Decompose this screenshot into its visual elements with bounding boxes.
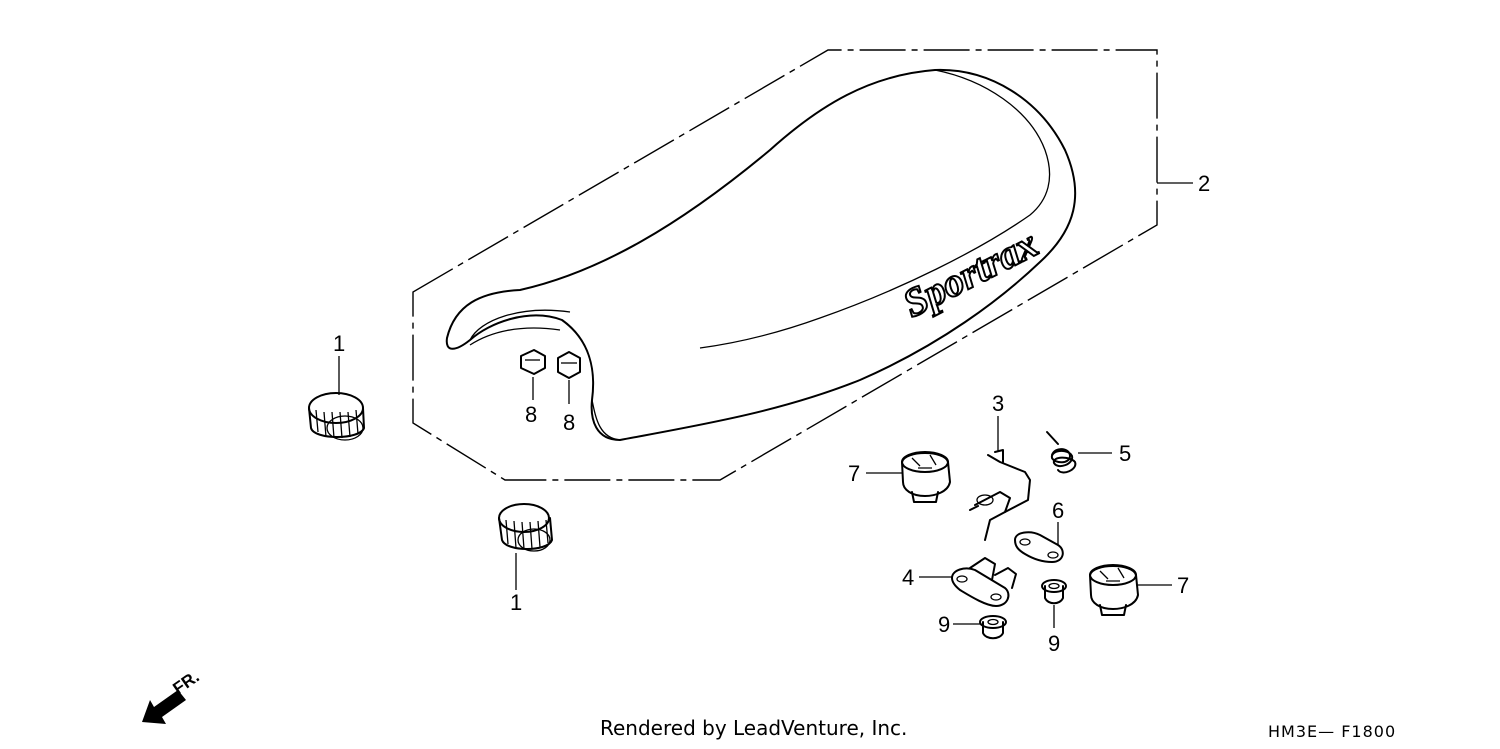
seat-clip-left[interactable] (520, 349, 546, 375)
callout-8-left[interactable]: 8 (525, 402, 537, 427)
lock-base-bracket[interactable] (951, 557, 1017, 607)
callout-7-left[interactable]: 7 (848, 461, 860, 486)
callout-9-right[interactable]: 9 (1048, 631, 1060, 656)
callout-2[interactable]: 2 (1198, 171, 1210, 196)
seat-stopper-right[interactable] (1089, 564, 1139, 616)
sportrax-brand-text: Sportrax (896, 220, 1045, 326)
rubber-cushion-lower[interactable] (498, 503, 553, 552)
seat-clip-right[interactable] (557, 351, 581, 379)
callout-3[interactable]: 3 (992, 391, 1004, 416)
callout-9-left[interactable]: 9 (938, 612, 950, 637)
seat-assembly-boundary (412, 49, 1158, 481)
callout-7-right[interactable]: 7 (1177, 573, 1189, 598)
seat-stopper-left[interactable] (901, 451, 951, 503)
diagram-code: HM3E— F1800 (1268, 722, 1397, 741)
rendered-by-credit: Rendered by LeadVenture, Inc. (600, 716, 908, 740)
lock-bracket-small[interactable] (1014, 531, 1064, 563)
callout-8-right[interactable]: 8 (563, 410, 575, 435)
callout-1-upper[interactable]: 1 (333, 331, 345, 356)
seat-illustration[interactable]: Sportrax (445, 68, 1077, 441)
callout-1-lower[interactable]: 1 (510, 590, 522, 615)
flange-nut-left[interactable] (979, 615, 1007, 640)
seat-lock-spring[interactable] (1046, 431, 1077, 474)
callout-6[interactable]: 6 (1052, 498, 1064, 523)
rubber-cushion-upper[interactable] (308, 392, 365, 441)
front-direction-arrow: FR. (142, 667, 203, 724)
flange-nut-right[interactable] (1041, 579, 1067, 605)
callout-4[interactable]: 4 (902, 565, 914, 590)
seat-lock-hook[interactable] (969, 449, 1031, 541)
callout-5[interactable]: 5 (1119, 441, 1131, 466)
